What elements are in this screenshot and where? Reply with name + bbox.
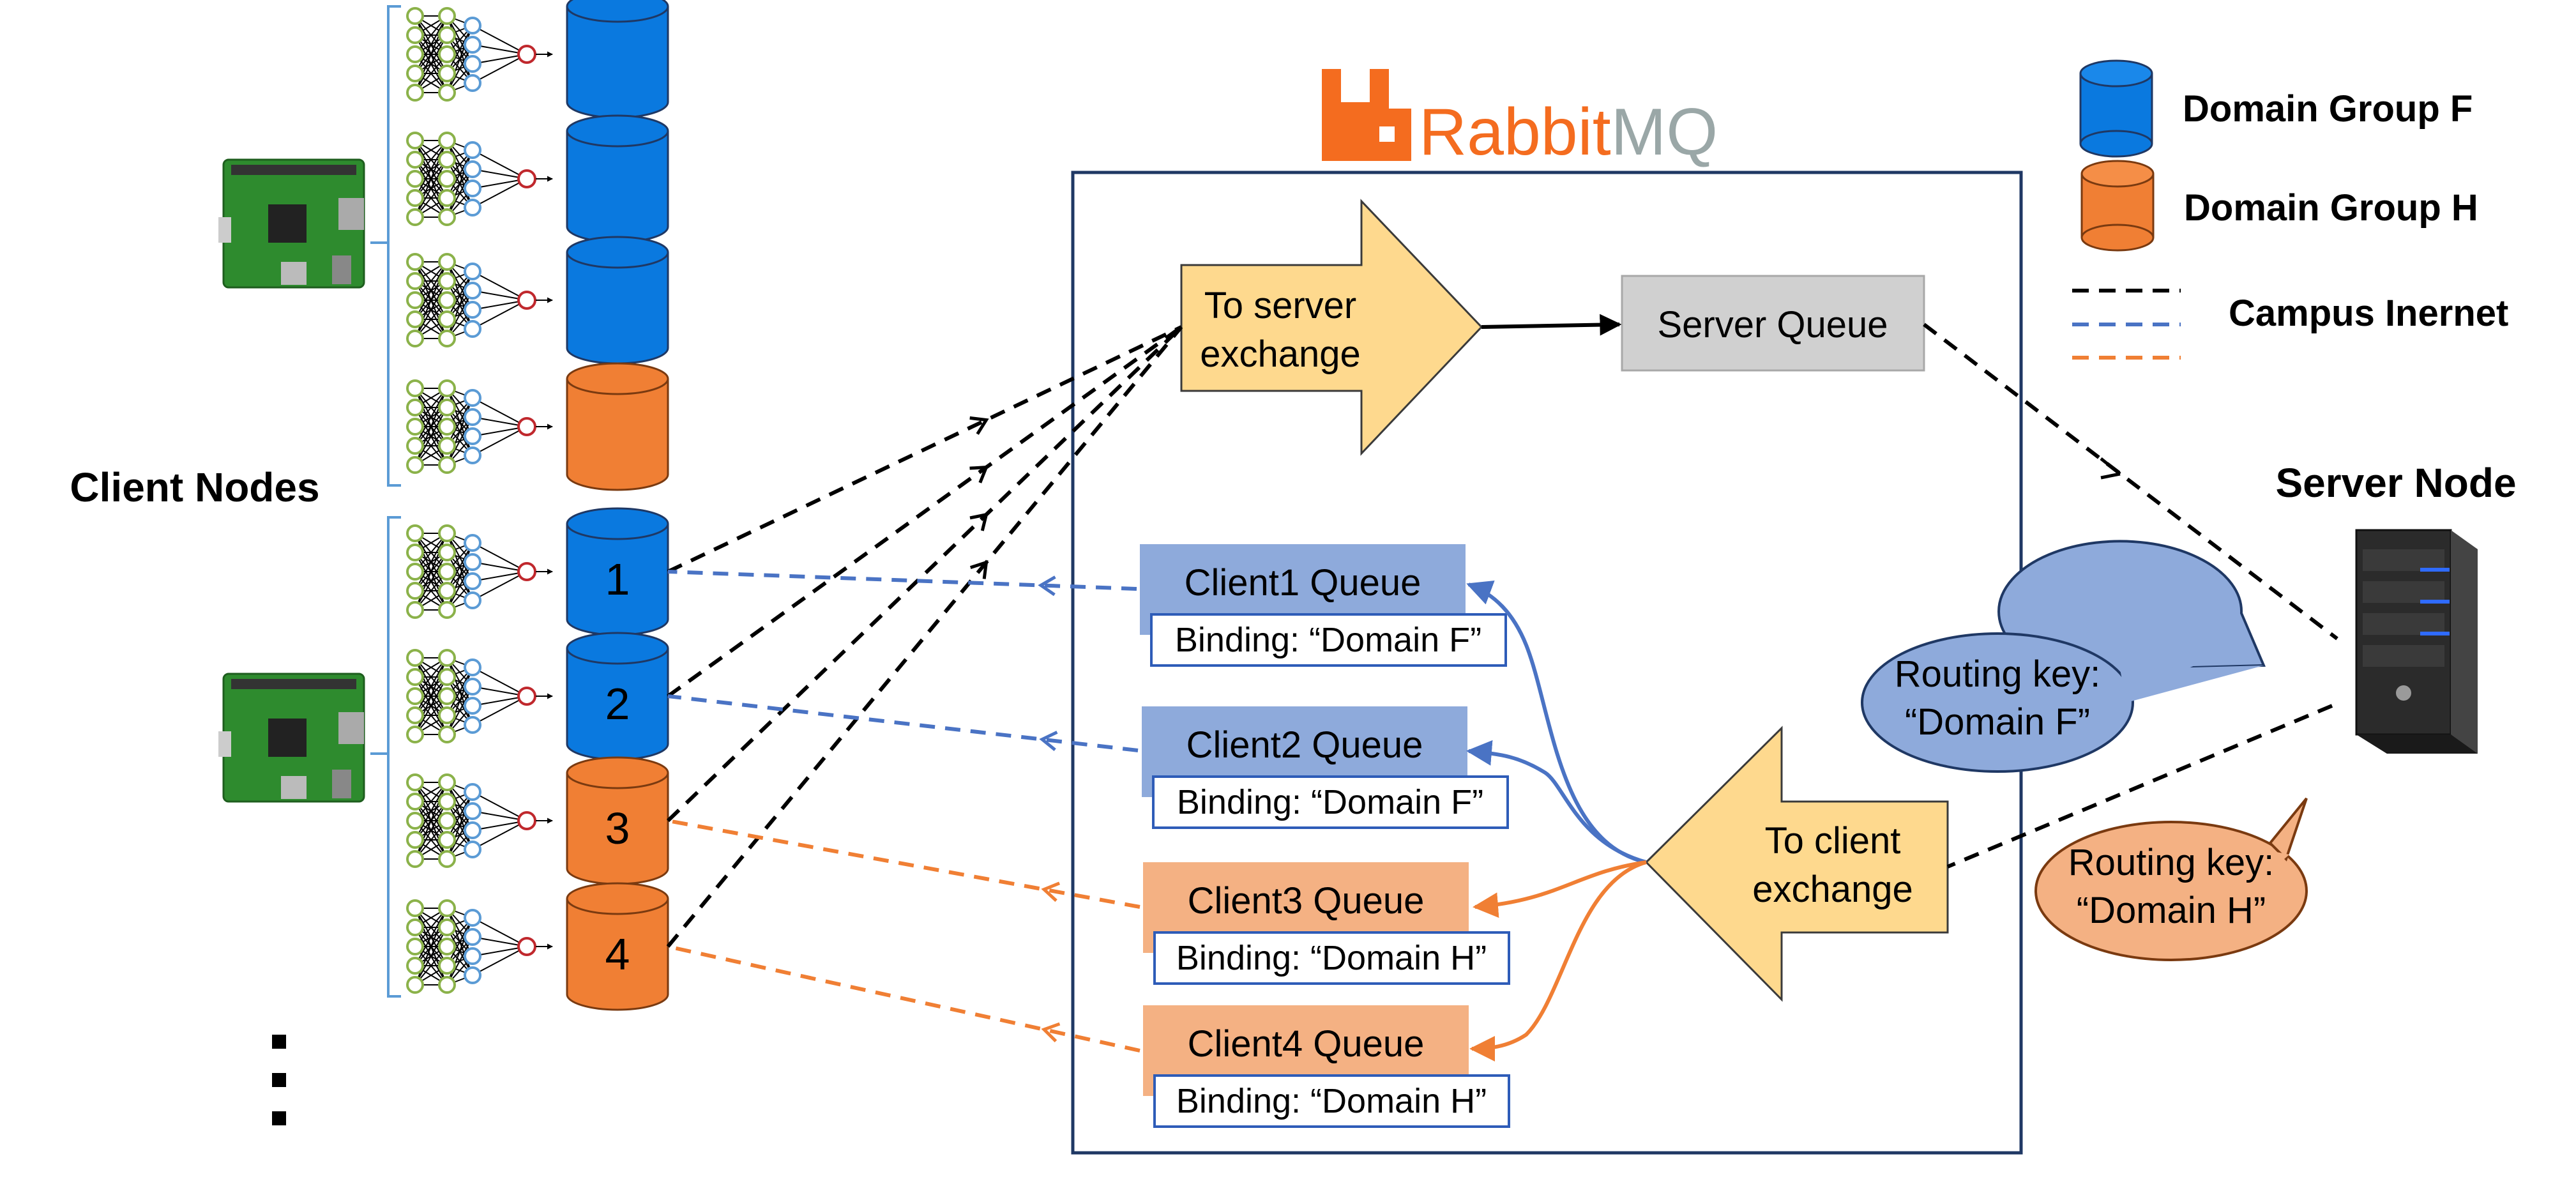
routing-curve bbox=[1466, 580, 1647, 864]
legend-label-h: Domain Group H bbox=[2184, 187, 2478, 229]
legend-label-f: Domain Group F bbox=[2183, 88, 2473, 130]
neural-network-icon bbox=[406, 524, 553, 619]
database-icon: 2 bbox=[566, 632, 669, 761]
to-client-exchange bbox=[1644, 726, 1949, 1002]
routing-key-bubble-f: Routing key: “Domain F” bbox=[1861, 540, 2266, 773]
legend: Domain Group F Domain Group H Campus Ine… bbox=[2072, 59, 2508, 360]
server-queue bbox=[1621, 275, 1925, 372]
neural-network-icon bbox=[406, 773, 553, 868]
database-icon bbox=[566, 114, 669, 243]
neural-network-icon bbox=[406, 7, 553, 102]
database-icon bbox=[566, 0, 669, 119]
neural-network-icon bbox=[406, 899, 553, 994]
to-server-exchange bbox=[1180, 199, 1483, 456]
neural-network-icon bbox=[406, 132, 553, 226]
client-queue-label: Client1 Queue bbox=[1185, 562, 1421, 604]
client-group-bracket bbox=[387, 5, 401, 487]
legend-label-internet: Campus Inernet bbox=[2229, 293, 2508, 334]
routing-curve bbox=[1473, 860, 1647, 918]
raspberry-pi-icon bbox=[218, 673, 365, 803]
client-queue-label: Client2 Queue bbox=[1186, 724, 1423, 766]
client-model bbox=[406, 362, 669, 491]
client-group-bracket bbox=[387, 516, 401, 998]
publish-link bbox=[666, 325, 1183, 823]
client-model: 4 bbox=[406, 882, 669, 1011]
routing-curve bbox=[1469, 860, 1647, 1061]
client-id-label: 4 bbox=[605, 929, 630, 979]
database-icon: 3 bbox=[566, 756, 669, 885]
consume-link bbox=[667, 819, 1140, 909]
svg-text:“Domain F”: “Domain F” bbox=[1905, 701, 2090, 743]
client-id-label: 3 bbox=[605, 803, 630, 853]
consume-link bbox=[667, 570, 1137, 591]
database-icon bbox=[566, 236, 669, 365]
client-id-label: 2 bbox=[605, 679, 630, 729]
server-icon bbox=[2355, 529, 2478, 754]
client-queue-label: Client3 Queue bbox=[1188, 880, 1425, 922]
svg-text:Routing key:: Routing key: bbox=[2068, 842, 2274, 883]
consume-link bbox=[667, 694, 1139, 752]
legend-db-icon bbox=[2079, 59, 2153, 158]
binding-label: Binding: “Domain H” bbox=[1176, 1082, 1487, 1120]
routing-curve bbox=[1466, 740, 1647, 864]
database-icon bbox=[566, 362, 669, 491]
client-model: 2 bbox=[406, 632, 669, 761]
binding-label: Binding: “Domain H” bbox=[1176, 939, 1487, 977]
legend-db-icon bbox=[2080, 160, 2155, 252]
neural-network-icon bbox=[406, 649, 553, 743]
client-nodes-label: Client Nodes bbox=[70, 464, 319, 510]
svg-text:RabbitMQ: RabbitMQ bbox=[1419, 95, 1718, 169]
client-model bbox=[406, 236, 669, 365]
svg-text:“Domain H”: “Domain H” bbox=[2077, 890, 2266, 931]
client-id-label: 1 bbox=[605, 554, 630, 604]
client-model bbox=[406, 114, 669, 243]
routing-key-bubble-h: Routing key: “Domain H” bbox=[2034, 797, 2308, 961]
rabbitmq-logo: RabbitMQ bbox=[1322, 69, 1718, 169]
database-icon: 1 bbox=[566, 507, 669, 636]
database-icon: 4 bbox=[566, 882, 669, 1011]
client-model bbox=[406, 0, 669, 119]
publish-link bbox=[666, 326, 1183, 948]
binding-label: Binding: “Domain F” bbox=[1177, 783, 1483, 821]
client-queue-label: Client4 Queue bbox=[1188, 1023, 1425, 1065]
raspberry-pi-icon bbox=[218, 158, 365, 289]
publish-link bbox=[667, 325, 1183, 574]
consume-link bbox=[667, 945, 1140, 1053]
neural-network-icon bbox=[406, 379, 553, 474]
client-model: 1 bbox=[406, 507, 669, 636]
publish-link bbox=[667, 325, 1183, 698]
server-node-label: Server Node bbox=[2275, 460, 2516, 506]
client-model: 3 bbox=[406, 756, 669, 885]
svg-text:Routing key:: Routing key: bbox=[1895, 653, 2100, 695]
server-queue-label: Server Queue bbox=[1657, 304, 1888, 346]
neural-network-icon bbox=[406, 253, 553, 347]
binding-label: Binding: “Domain F” bbox=[1175, 621, 1481, 659]
